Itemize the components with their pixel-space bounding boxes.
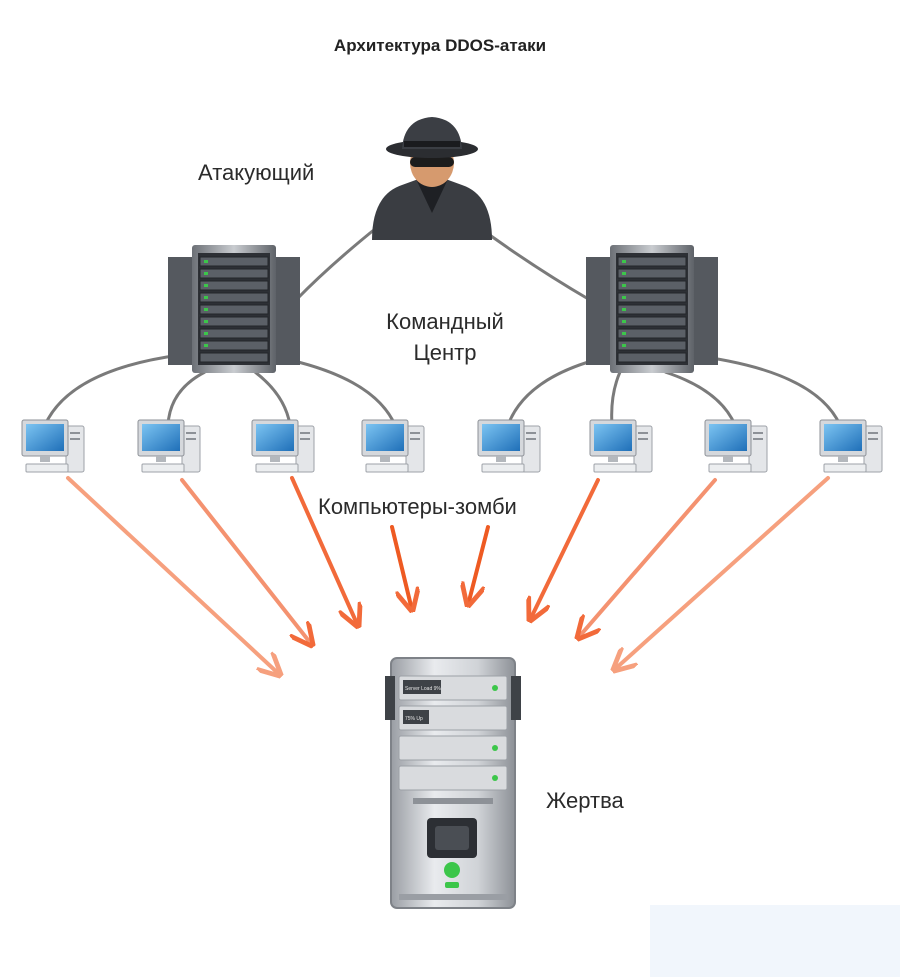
attack-arrow-4: [390, 525, 412, 610]
server-rack-icon: [168, 245, 300, 373]
link-cc-right-2: [610, 371, 622, 426]
server-rack-icon: [586, 245, 718, 373]
link-cc-left-3: [254, 370, 292, 426]
desktop-computer-icon: [251, 419, 315, 473]
victim-panel-label-1: Server Load 9%: [405, 686, 441, 692]
command-center-label: Командный Центр: [350, 306, 540, 368]
zombies-label: Компьютеры-зомби: [318, 494, 517, 519]
attack-arrow-3: [290, 476, 358, 626]
attack-arrows: [66, 476, 830, 675]
link-cc-right-1: [506, 358, 596, 426]
link-attacker-left-cc: [294, 223, 381, 302]
attack-arrow-6: [530, 478, 600, 620]
link-attacker-right-cc: [475, 223, 591, 302]
link-cc-right-3: [664, 370, 737, 426]
attack-arrow-1: [66, 476, 280, 675]
attacker-label: Атакующий: [198, 160, 315, 185]
link-cc-left-1: [43, 353, 181, 426]
attack-arrow-5: [468, 525, 490, 605]
desktop-computer-icon: [704, 419, 768, 473]
desktop-computer-icon: [137, 419, 201, 473]
victim-panel-label-2: 75% Up: [405, 716, 423, 722]
cc-links: [43, 353, 842, 426]
link-cc-right-4: [689, 353, 842, 426]
victim-label: Жертва: [546, 788, 624, 813]
zombie-computers: [21, 419, 883, 473]
desktop-computer-icon: [819, 419, 883, 473]
attack-arrow-7: [578, 478, 717, 638]
desktop-computer-icon: [21, 419, 85, 473]
link-cc-left-2: [166, 370, 206, 426]
attack-arrow-8: [614, 476, 830, 670]
desktop-computer-icon: [361, 419, 425, 473]
desktop-computer-icon: [589, 419, 653, 473]
attack-arrow-2: [180, 478, 312, 645]
hacker-icon: [372, 117, 492, 240]
tower-server-icon: Server Load 9% 75% Up: [385, 657, 521, 909]
command-center-label-line2: Центр: [413, 340, 477, 365]
corner-overlay: [650, 905, 900, 977]
command-center-label-line1: Командный: [386, 309, 504, 334]
desktop-computer-icon: [477, 419, 541, 473]
page-title: Архитектура DDOS-атаки: [333, 36, 547, 55]
link-cc-left-4: [289, 358, 397, 426]
